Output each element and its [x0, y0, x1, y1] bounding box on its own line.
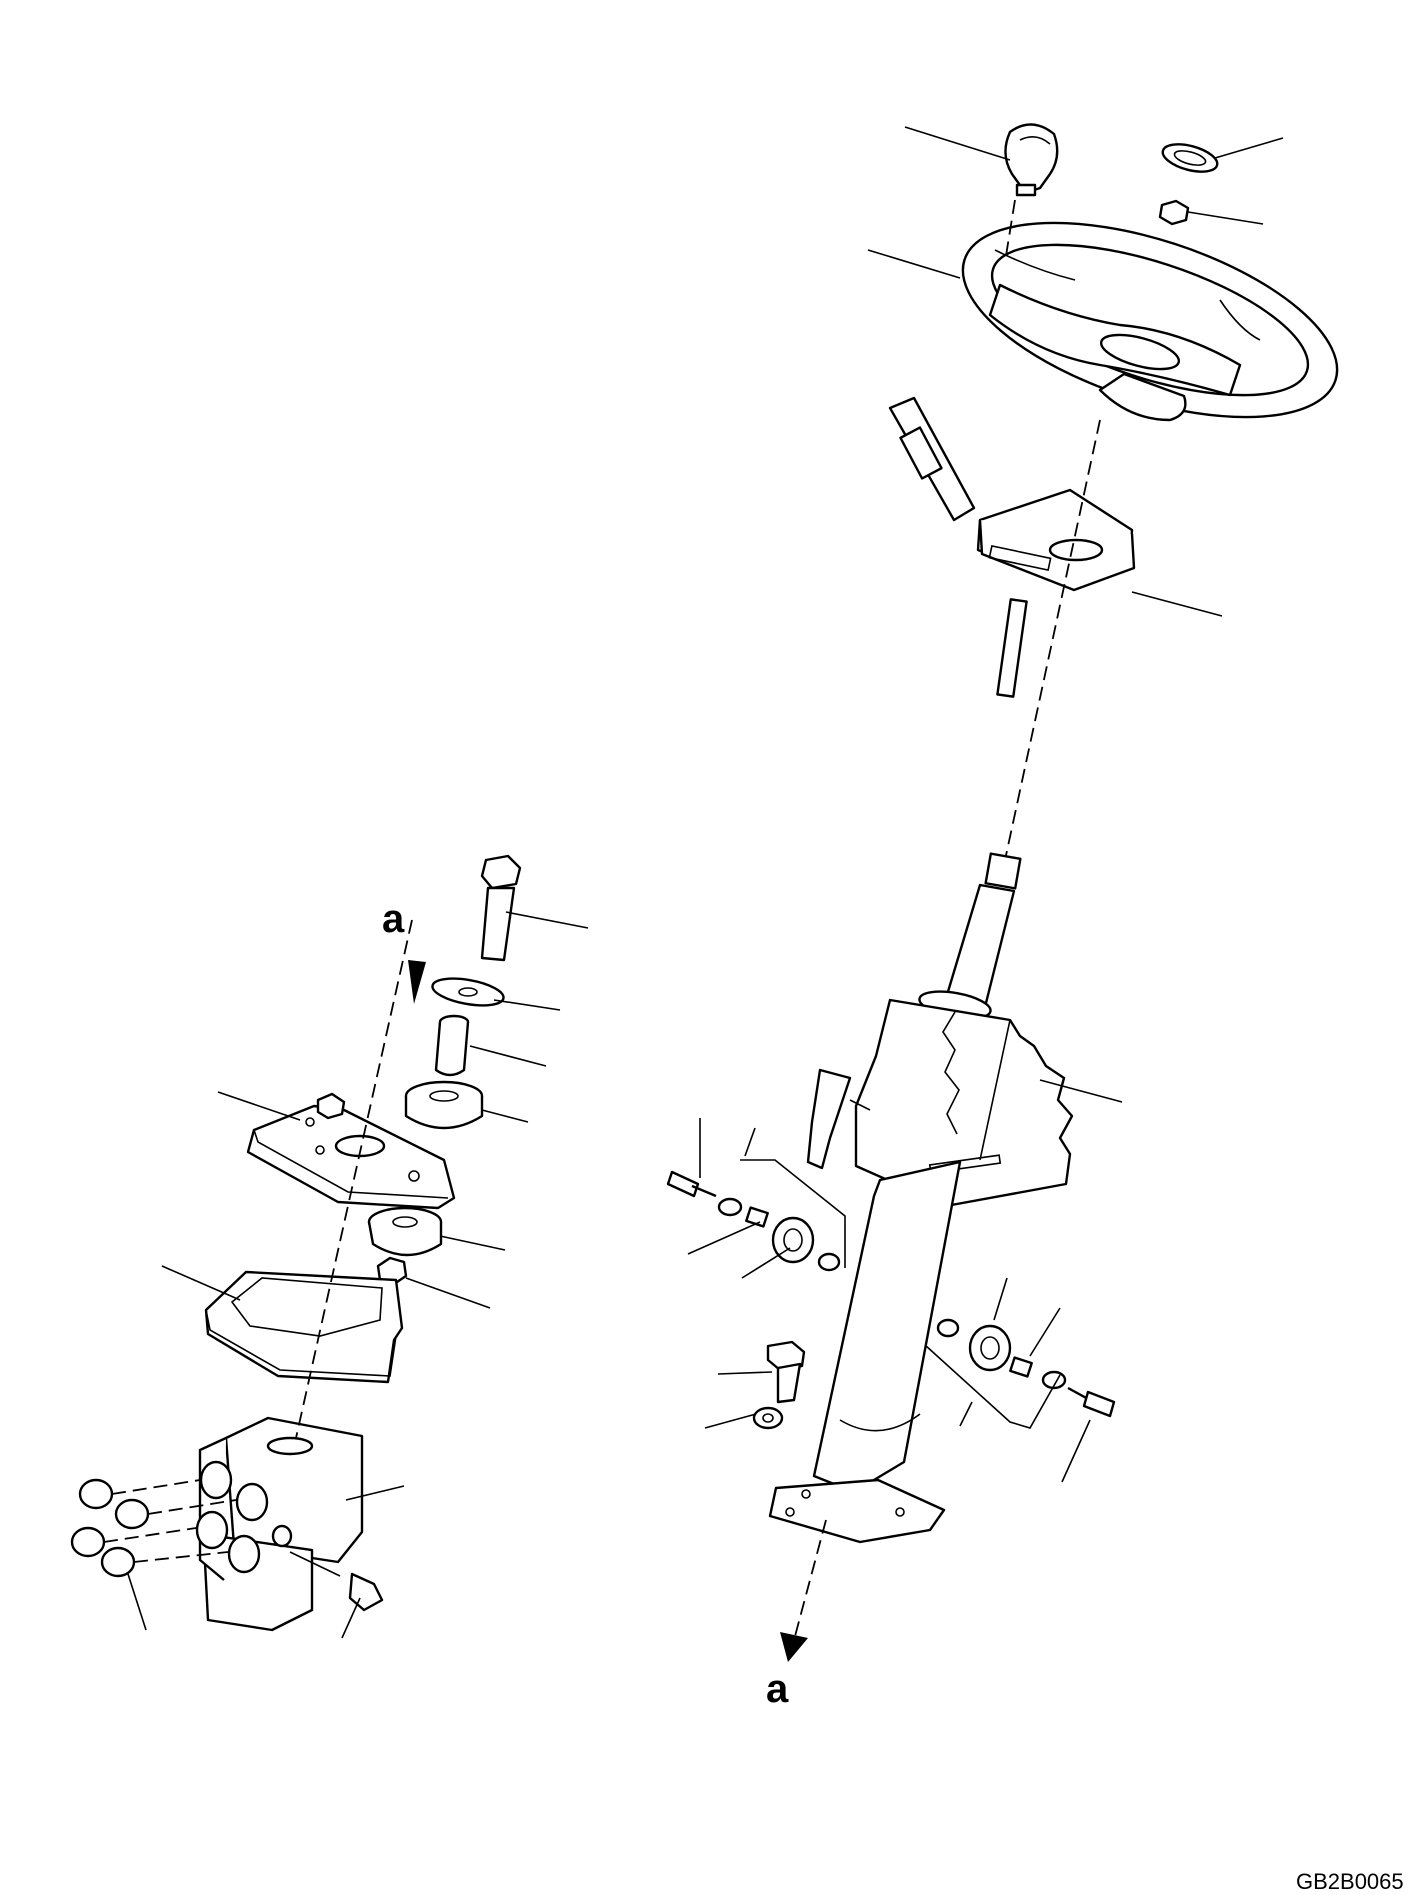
- drawing-code: GB2B0065: [1296, 1869, 1404, 1894]
- steering-valve-unit: [195, 1416, 364, 1632]
- steering-knob: [1004, 123, 1059, 197]
- axis-arrow-upper: [408, 960, 426, 1004]
- flange-bolt: [752, 1340, 806, 1430]
- reference-mark-upper: a: [382, 897, 405, 941]
- rubber-mount-upper: [404, 1080, 484, 1130]
- combination-switch: [888, 396, 1136, 698]
- upper-callout-lines: [867, 126, 1284, 617]
- column-callout-lines: [687, 1079, 1123, 1483]
- steering-wheel-assembly: [867, 123, 1339, 861]
- center-axis-left: [295, 919, 413, 1439]
- axis-arrow-lower: [780, 1632, 808, 1662]
- gasket-frame: [204, 1270, 404, 1384]
- mounting-plate: [246, 1092, 456, 1210]
- column-housing: [768, 998, 1074, 1544]
- right-mount-hardware: [924, 1318, 1116, 1429]
- steering-unit-assembly: [70, 854, 589, 1639]
- mount-washer: [431, 977, 505, 1007]
- hydraulic-fittings: [70, 1478, 237, 1578]
- left-callout-lines: [127, 911, 589, 1639]
- reference-mark-lower: a: [766, 1667, 789, 1711]
- left-mount-hardware: [666, 1159, 846, 1272]
- column-shaft: [918, 852, 1022, 1020]
- center-axis-lower: [793, 1519, 827, 1641]
- steering-column-assembly: [666, 852, 1123, 1662]
- steering-wheel: [961, 221, 1339, 422]
- mount-bolt: [480, 854, 522, 962]
- rubber-mount-lower: [367, 1206, 443, 1257]
- center-axis-upper: [1004, 199, 1101, 861]
- center-cap: [1161, 143, 1219, 173]
- wheel-nut: [1158, 199, 1190, 226]
- spacer-sleeve: [434, 1014, 470, 1077]
